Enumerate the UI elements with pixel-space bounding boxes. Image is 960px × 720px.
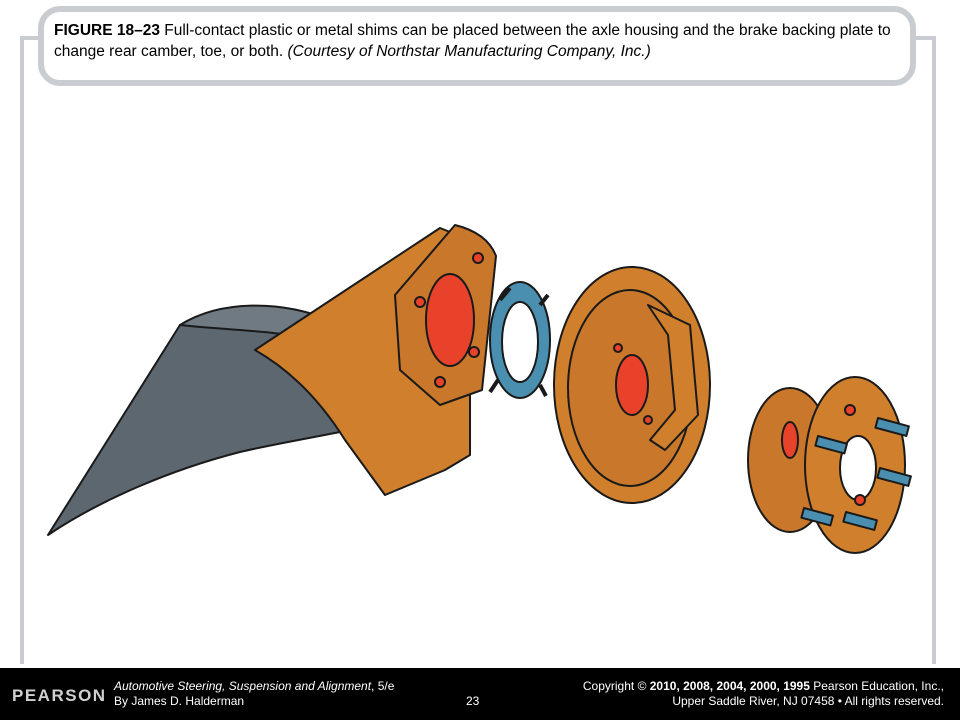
figure-label: FIGURE 18–23 <box>54 22 160 39</box>
caption-body: Full-contact plastic or metal shims can … <box>54 22 891 60</box>
book-title: Automotive Steering, Suspension and Alig… <box>114 679 372 693</box>
shim-illustration <box>47 224 912 554</box>
page-number: 23 <box>466 694 480 708</box>
copyright-years: 2010, 2008, 2004, 2000, 1995 <box>649 679 810 693</box>
backing-plate-hole <box>615 354 649 416</box>
copyright-publisher: Pearson Education, Inc., <box>809 679 944 693</box>
caption-box <box>38 6 916 86</box>
backing-plate-shoe <box>647 304 699 451</box>
axle-flange-hole <box>425 273 475 367</box>
figure-caption: FIGURE 18–23 Full-contact plastic or met… <box>54 20 894 62</box>
book-author: By James D. Halderman <box>114 694 245 708</box>
book-credit: Automotive Steering, Suspension and Alig… <box>114 679 394 709</box>
copyright-address: Upper Saddle River, NJ 07458 • All right… <box>672 694 944 708</box>
book-edition: , 5/e <box>371 679 395 693</box>
wheel-studs <box>800 417 912 531</box>
copyright-notice: Copyright © 2010, 2008, 2004, 2000, 1995… <box>582 679 944 708</box>
pearson-logo: PEARSON <box>12 686 107 705</box>
slide-footer: PEARSON Automotive Steering, Suspension … <box>0 668 960 720</box>
caption-credit: (Courtesy of Northstar Manufacturing Com… <box>287 43 651 60</box>
